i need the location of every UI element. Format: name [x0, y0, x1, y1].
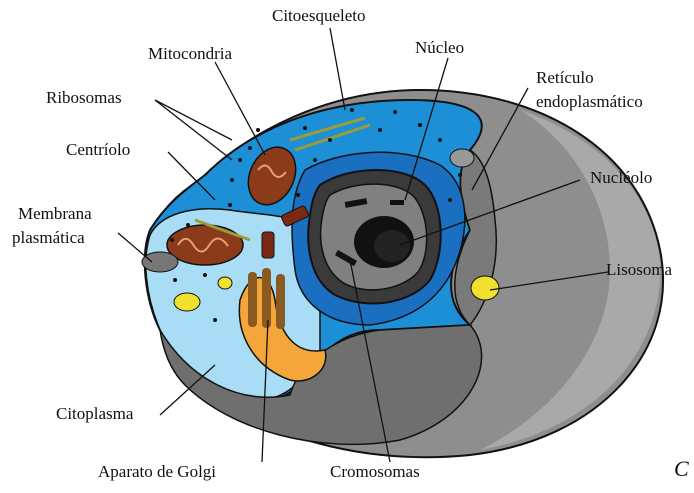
label-nucleo: Núcleo — [415, 38, 464, 58]
label-citoesqueleto: Citoesqueleto — [272, 6, 365, 26]
label-centriolo: Centríolo — [66, 140, 130, 160]
vesicle — [142, 252, 178, 272]
vesicle — [450, 149, 474, 167]
nucleolus-highlight — [374, 230, 410, 262]
lysosome — [218, 277, 232, 289]
chromosome — [390, 200, 404, 205]
label-membrana-1: Membrana — [18, 204, 92, 224]
label-mitocondria: Mitocondria — [148, 44, 232, 64]
label-nucleolo: Nucléolo — [590, 168, 652, 188]
label-cromosomas: Cromosomas — [330, 462, 420, 482]
corner-letter: C — [674, 456, 689, 482]
label-reticulo-2: endoplasmático — [536, 92, 643, 112]
lysosome — [471, 276, 499, 300]
label-golgi: Aparato de Golgi — [98, 462, 216, 482]
lysosome — [174, 293, 200, 311]
centriole — [262, 232, 274, 258]
label-reticulo-1: Retículo — [536, 68, 594, 88]
label-lisosoma: Lisosoma — [606, 260, 672, 280]
label-membrana-2: plasmática — [12, 228, 85, 248]
label-citoplasma: Citoplasma — [56, 404, 133, 424]
label-ribosomas: Ribosomas — [46, 88, 122, 108]
